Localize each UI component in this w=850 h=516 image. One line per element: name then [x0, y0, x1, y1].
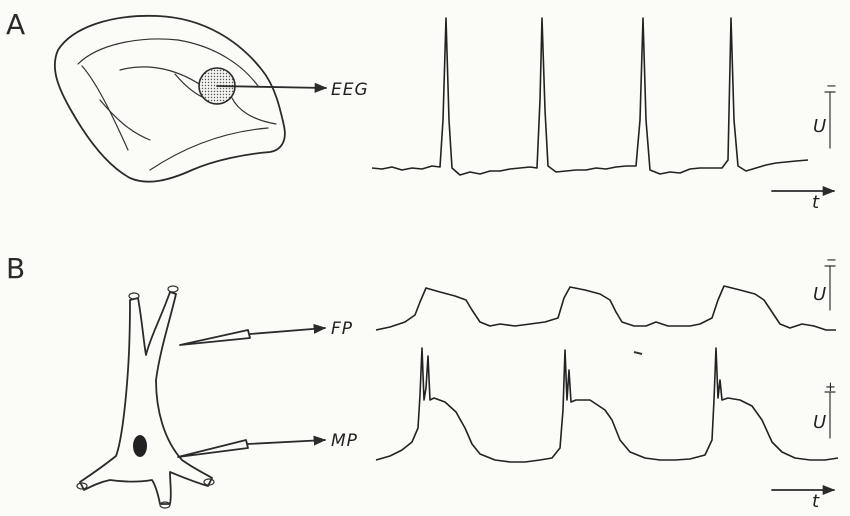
stray-mark — [634, 352, 642, 354]
brain-drawing — [55, 16, 285, 182]
fp-label: FP — [331, 319, 353, 339]
neuron-drawing — [77, 286, 214, 508]
panel-b-fp-u-sign: − — [826, 253, 837, 268]
mp-label: MP — [331, 431, 358, 451]
mp-trace — [376, 348, 838, 462]
mp-electrode — [178, 440, 248, 457]
mp-pointer-arrow — [248, 440, 325, 444]
panel-a-voltage-scale: U − — [813, 79, 837, 148]
panel-a-u-label: U — [813, 116, 826, 137]
fp-pointer-arrow — [250, 328, 325, 334]
panel-a-t-label: t — [812, 192, 820, 213]
panel-a-time-scale: t — [772, 191, 834, 213]
panel-b-time-scale: t — [772, 490, 834, 512]
fp-electrode — [180, 330, 250, 345]
panel-b-mp-u-label: U — [813, 412, 826, 433]
panel-b-letter: B — [6, 252, 25, 285]
panel-b-t-label: t — [812, 491, 820, 512]
panel-b-fp-u-label: U — [813, 284, 826, 305]
fp-trace — [376, 286, 836, 330]
eeg-trace — [372, 18, 808, 175]
panel-a-letter: A — [6, 8, 25, 41]
neuron-nucleus — [133, 435, 147, 457]
panel-b-mp-voltage-scale: U + — [813, 380, 836, 438]
panel-a-u-sign: − — [826, 79, 837, 94]
panel-b-fp-voltage-scale: U − — [813, 253, 837, 310]
panel-b-mp-u-sign: + — [825, 380, 836, 395]
eeg-label: EEG — [331, 80, 369, 100]
